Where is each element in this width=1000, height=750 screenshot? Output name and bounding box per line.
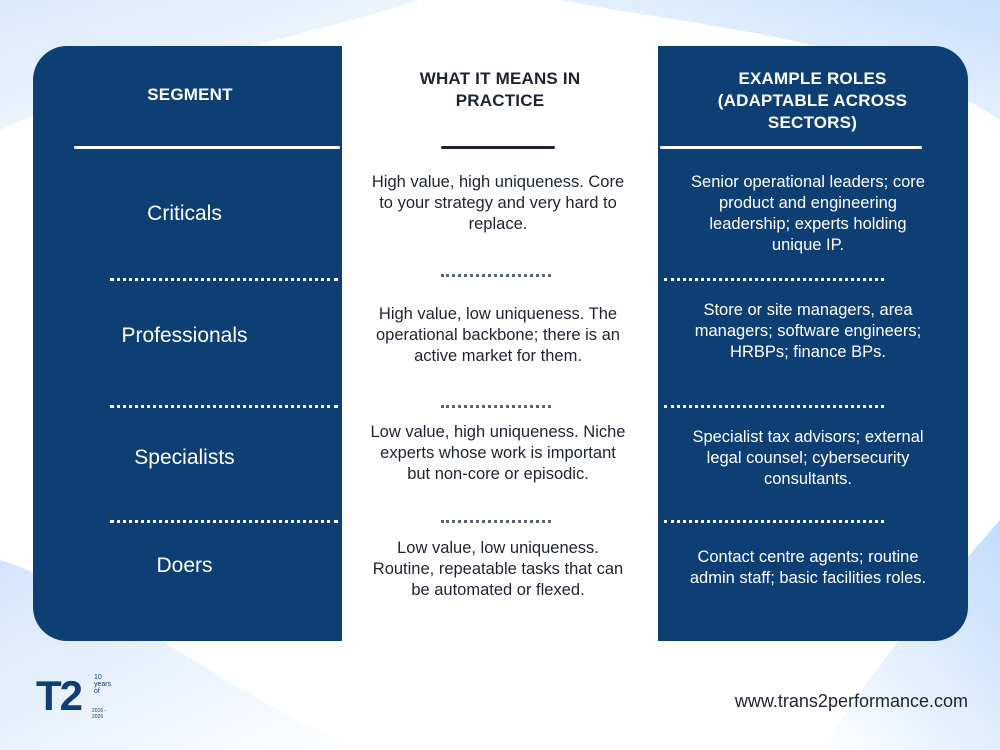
header-rule-mid (441, 146, 555, 149)
segment-criticals: Criticals (147, 202, 222, 225)
segment-doers: Doers (156, 554, 213, 577)
segment-professionals: Professionals (121, 324, 248, 347)
logo-badge: 10 years of (94, 674, 112, 695)
header-segment: SEGMENT (147, 85, 233, 104)
roles-professionals: Store or site managers, area managers; s… (694, 301, 922, 361)
t2-logo: T2 10 years of 2016 - 2026 (36, 672, 116, 724)
row-divider-right (664, 520, 884, 523)
segment-specialists: Specialists (134, 446, 235, 469)
row-divider-left (110, 520, 338, 523)
row-divider-right (664, 278, 884, 281)
roles-doers: Contact centre agents; routine admin sta… (689, 548, 927, 587)
row-divider-mid (441, 520, 551, 523)
row-divider-mid (441, 274, 551, 277)
logo-text: T2 (36, 672, 83, 719)
header-roles: EXAMPLE ROLES (ADAPTABLE ACROSS SECTORS) (717, 69, 908, 132)
header-rule-right (660, 146, 922, 149)
logo-years: 2016 - 2026 (92, 708, 107, 720)
row-divider-left (110, 278, 338, 281)
meaning-specialists: Low value, high uniqueness. Niche expert… (370, 423, 626, 483)
header-rule-left (74, 146, 340, 149)
roles-criticals: Senior operational leaders; core product… (691, 173, 925, 254)
row-divider-right (664, 405, 884, 408)
row-divider-left (110, 405, 338, 408)
meaning-criticals: High value, high uniqueness. Core to you… (371, 173, 625, 233)
meaning-doers: Low value, low uniqueness. Routine, repe… (372, 539, 624, 599)
row-divider-mid (441, 405, 551, 408)
header-meaning: WHAT IT MEANS IN PRACTICE (419, 69, 581, 110)
middle-column (342, 46, 658, 641)
roles-specialists: Specialist tax advisors; external legal … (692, 428, 924, 488)
website-url: www.trans2performance.com (734, 691, 968, 711)
meaning-professionals: High value, low uniqueness. The operatio… (375, 305, 620, 365)
